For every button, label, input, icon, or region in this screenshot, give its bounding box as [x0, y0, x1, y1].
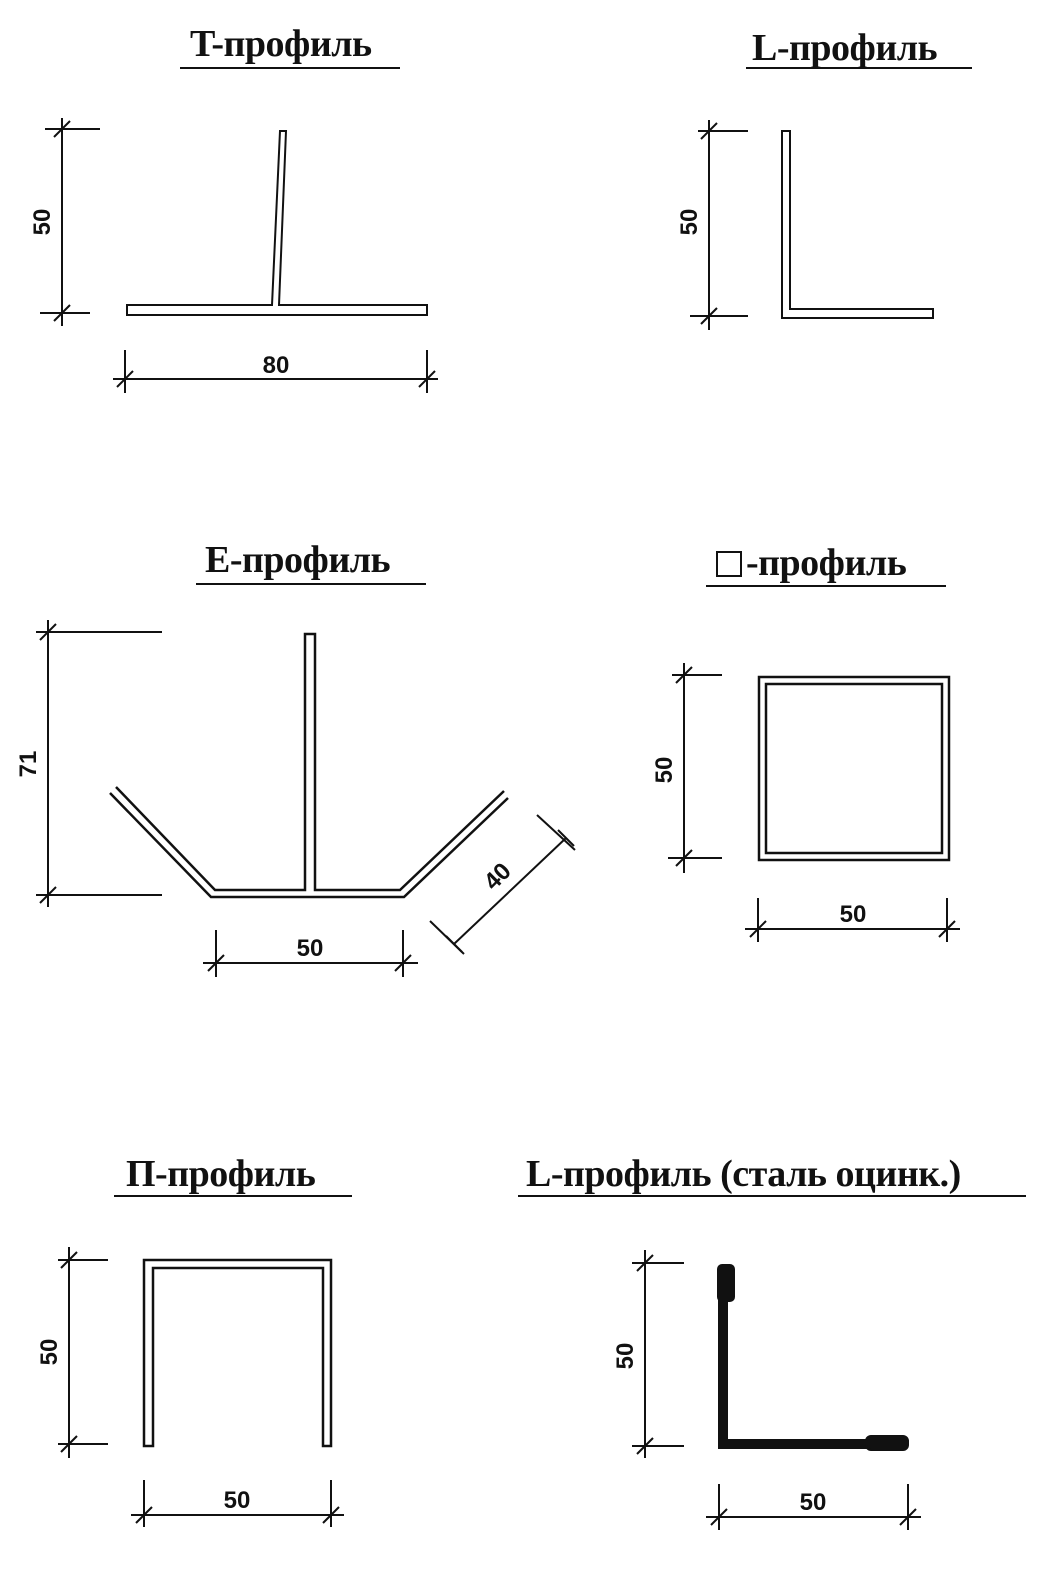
- l-profile-title: L-профиль: [752, 27, 938, 69]
- square-profile-height-dimension: [668, 663, 722, 873]
- e-profile-base-label: 50: [297, 935, 324, 962]
- square-profile-width-label: 50: [840, 901, 867, 928]
- p-profile-title-underline: [114, 1195, 352, 1197]
- square-profile-title: -профиль: [716, 541, 907, 585]
- galvanized-l-profile-width-dimension: [706, 1484, 921, 1530]
- p-profile-width-dimension: [131, 1480, 344, 1527]
- l-profile-height-label: 50: [676, 209, 703, 236]
- e-profile-height-label: 71: [15, 751, 42, 778]
- galvanized-l-profile-shape: [717, 1264, 909, 1451]
- e-profile-title-underline: [196, 583, 426, 585]
- p-profile-title: П-профиль: [126, 1153, 316, 1195]
- l-profile-height-dimension: [690, 120, 748, 330]
- t-profile-title: T-профиль: [190, 23, 372, 65]
- square-profile-title-text: -профиль: [746, 542, 907, 584]
- e-profile-height-dimension: [36, 620, 162, 907]
- l-profile-title-underline: [746, 67, 972, 69]
- l-profile-shape: [781, 130, 934, 319]
- t-profile-title-underline: [180, 67, 400, 69]
- galvanized-l-profile-height-dimension: [632, 1250, 684, 1458]
- galvanized-l-profile-height-label: 50: [612, 1343, 639, 1370]
- p-profile-width-label: 50: [224, 1487, 251, 1514]
- t-profile-height-dimension: [40, 118, 100, 326]
- p-profile-height-dimension: [58, 1247, 108, 1458]
- galvanized-l-profile-title-underline: [518, 1195, 1026, 1197]
- square-profile-height-label: 50: [651, 757, 678, 784]
- t-profile-width-label: 80: [263, 352, 290, 379]
- p-profile-shape: [142, 1258, 333, 1448]
- galvanized-l-profile-width-label: 50: [800, 1489, 827, 1516]
- e-profile-title: E-профиль: [205, 539, 391, 581]
- galvanized-l-profile-title: L-профиль (сталь оцинк.): [526, 1153, 961, 1195]
- t-profile-shape: [126, 130, 428, 316]
- square-symbol-icon: [716, 551, 742, 577]
- e-profile-shape: [109, 632, 509, 899]
- t-profile-height-label: 50: [29, 209, 56, 236]
- t-profile-width-dimension: [113, 350, 438, 393]
- e-profile-base-dimension: [203, 930, 418, 977]
- square-profile-width-dimension: [745, 898, 960, 942]
- square-profile-title-underline: [706, 585, 946, 587]
- e-profile-arm-dimension: [429, 814, 576, 955]
- p-profile-height-label: 50: [36, 1339, 63, 1366]
- square-profile-shape: [757, 675, 951, 862]
